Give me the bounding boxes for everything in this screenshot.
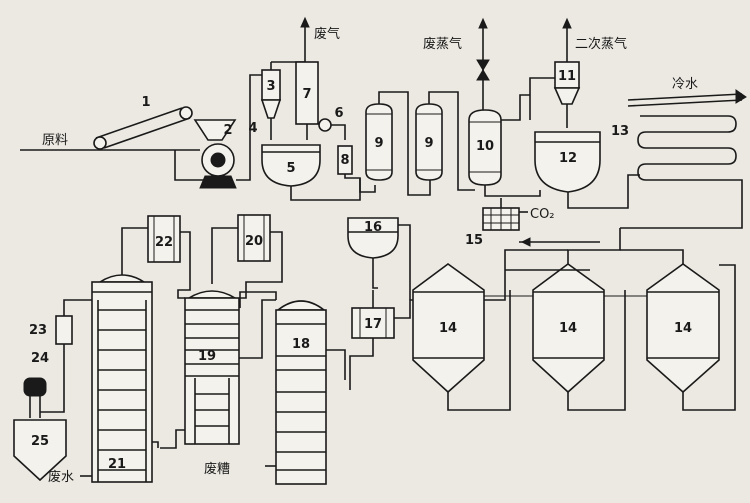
separator-11: 11 [529,61,581,128]
vessel-9b: 9 [415,91,475,191]
raw-material-feed: 原料 [20,133,205,181]
label-co2: CO₂ [530,207,555,222]
number-18: 18 [292,337,310,352]
number-22: 22 [155,235,173,250]
number-11: 11 [558,69,576,84]
label-cold-water: 冷水 [672,77,698,92]
number-8: 8 [340,153,349,168]
heater-8: 8 [337,145,376,193]
number-17: 17 [364,317,382,332]
label-waste-water: 废水 [48,469,74,485]
column-19: 19 [160,227,276,449]
waste-steam-outlet: 废蒸气 [423,17,490,112]
label-exhaust-gas: 废气 [314,26,340,42]
number-23: 23 [29,323,47,338]
number-14c: 14 [674,321,692,336]
number-9a: 9 [374,136,383,151]
label-secondary-steam: 二次蒸气 [575,36,627,52]
number-4: 4 [248,121,257,136]
condenser-20: 20 [237,214,283,299]
number-13: 13 [611,124,629,139]
fermenter-14c: 14 [646,263,720,394]
label-waste-mash: 废糟 [204,461,230,477]
number-2: 2 [223,123,232,138]
tank-12: 12 [534,131,640,209]
fermenter-piping [447,228,736,411]
number-1: 1 [141,95,150,110]
number-10: 10 [476,139,494,154]
column-21: 21 废水 [48,274,159,485]
heat-exchanger-17: 17 [349,290,413,390]
number-6: 6 [334,106,343,121]
pump-6: 6 [318,106,346,140]
label-raw-material: 原料 [42,133,68,148]
number-19: 19 [198,349,216,364]
fermenter-14a: 14 [412,263,485,394]
fermenter-14b: 14 [532,263,605,394]
number-15: 15 [465,233,483,248]
cooler-23: 23 [29,299,92,413]
secondary-steam-outlet: 二次蒸气 [562,17,627,62]
co2-scrubber-15: 15 CO₂ [465,198,600,248]
number-7: 7 [302,87,311,102]
hopper-mill-2: 2 [193,74,265,189]
number-25: 25 [31,434,49,449]
column-18: 18 废糟 [204,291,346,485]
number-16: 16 [364,220,382,235]
separator-7: 7 [295,61,319,140]
vessel-9a: 9 [365,91,431,196]
number-5: 5 [286,161,295,176]
tank-16: 16 [347,217,411,300]
exhaust-gas-outlet: 废气 [300,16,340,62]
tank-25: 25 [13,419,67,482]
meter-24 [23,377,47,418]
vessel-10: 10 [468,94,541,197]
condenser-22: 22 [121,215,191,299]
number-12: 12 [559,151,577,166]
number-21: 21 [108,457,126,472]
cooler-13: 冷水 13 [611,77,747,229]
number-9b: 9 [424,136,433,151]
number-24: 24 [31,351,49,366]
label-waste-steam: 废蒸气 [423,36,462,52]
number-3: 3 [266,79,275,94]
cyclone-3: 3 [260,61,305,140]
number-20: 20 [245,234,263,249]
number-14b: 14 [559,321,577,336]
number-14a: 14 [439,321,457,336]
belt-conveyor-1: 1 [93,95,193,150]
